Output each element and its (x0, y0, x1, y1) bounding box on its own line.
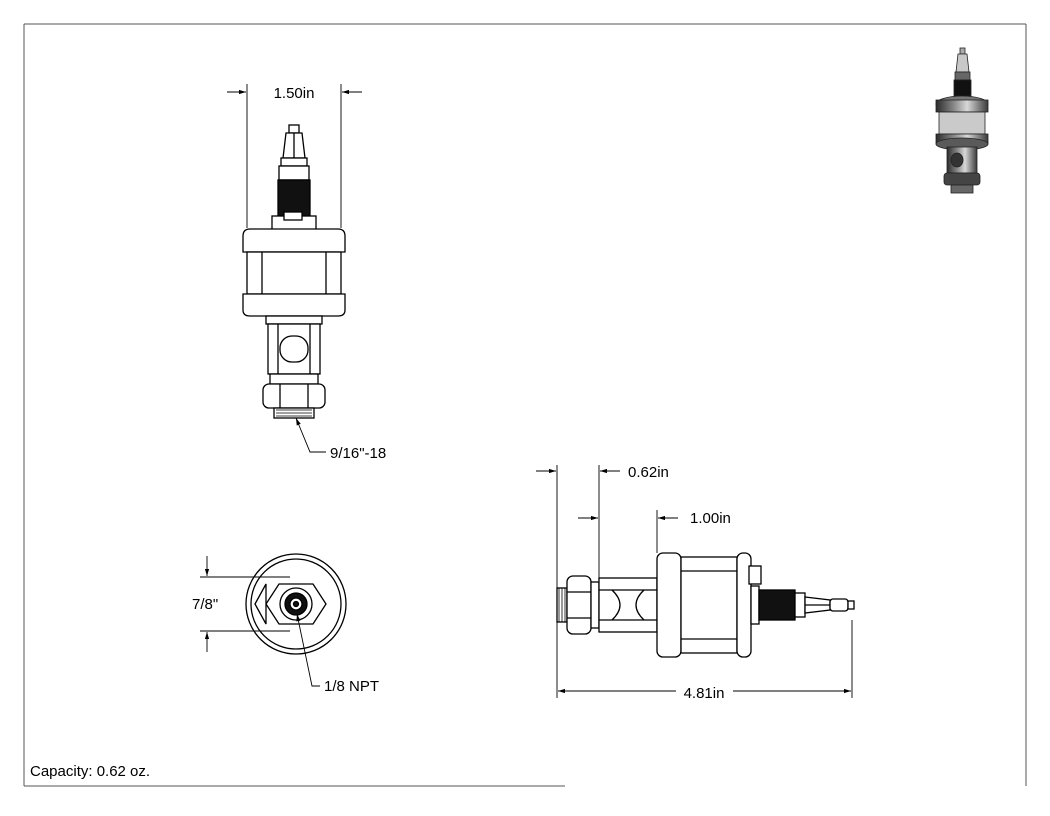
height-dim-label: 7/8" (192, 596, 218, 613)
side-dimensions (536, 465, 853, 698)
dim-a-label: 0.62in (628, 464, 669, 481)
dim-b-label: 1.00in (690, 510, 731, 527)
top-view (245, 553, 347, 655)
top-height-dimension (200, 556, 290, 652)
overall-length-label: 4.81in (684, 685, 725, 702)
front-view (242, 124, 346, 419)
capacity-note: Capacity: 0.62 oz. (30, 763, 150, 780)
thread-callout: 9/16"-18 (330, 445, 386, 462)
isometric-view (935, 47, 989, 194)
side-view (556, 552, 855, 658)
sheet-frame (23, 23, 1027, 787)
front-width-dimension (227, 84, 362, 228)
port-leader (296, 613, 320, 687)
thread-leader (295, 417, 326, 453)
port-callout: 1/8 NPT (324, 678, 379, 695)
width-dim-label: 1.50in (274, 85, 315, 102)
